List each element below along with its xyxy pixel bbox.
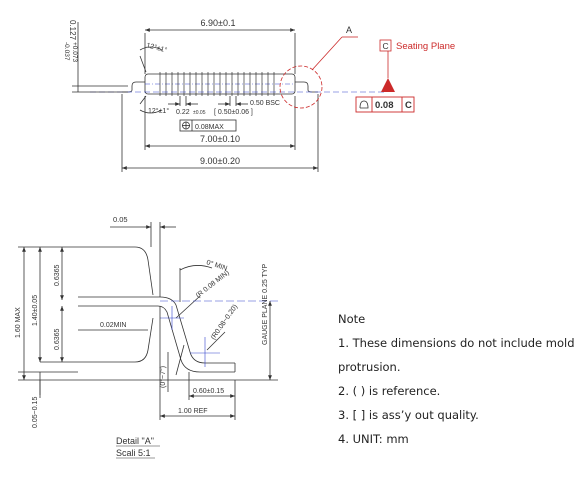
notes-heading: Note [338, 312, 366, 326]
label-coplanarity-datum: C [405, 100, 412, 111]
label-pitch-ref: [ 0.50±0.06 ] [214, 109, 253, 116]
label-pitch-bsc: 0.50 BSC [250, 100, 280, 107]
label-seating-letter: C [383, 41, 389, 51]
label-lead-width: 0.22 [176, 109, 190, 116]
label-clearance: 0.02MIN [100, 322, 126, 329]
top-view [72, 22, 385, 172]
label-body-length: 6.90±0.1 [201, 18, 236, 28]
note-1-cont: protrusion. [338, 360, 401, 374]
detail-a-callout [279, 36, 358, 109]
label-dim-top: 0.05 [113, 215, 128, 224]
label-angle-range: (0°~7°) [159, 366, 167, 388]
label-angle-top: 12°±1° [145, 41, 168, 54]
label-body-width: 7.00±0.10 [200, 134, 240, 144]
label-r-min: (R 0.08 MIN) [195, 269, 231, 299]
label-lead-width-tol: ±0.05 [193, 110, 206, 116]
label-seating-plane: Seating Plane [396, 41, 455, 52]
label-lead-ref: 1.00 REF [178, 408, 208, 415]
label-max-height: 1.60 MAX [15, 307, 22, 338]
label-r-range: (R0.08~0.20) [210, 303, 239, 341]
note-1: 1. These dimensions do not include mold [338, 336, 575, 350]
label-lower-half: 0.6365 [54, 328, 61, 350]
label-standoff: 0.05~0.15 [32, 397, 39, 428]
label-coplanarity: 0.08 [375, 100, 394, 111]
note-3: 3. [ ] is ass’y out quality. [338, 408, 479, 422]
label-body-height: 1.40±0.05 [32, 295, 39, 326]
note-2: 2. ( ) is reference. [338, 384, 441, 398]
label-upper-half: 0.6365 [54, 264, 61, 286]
label-thickness-minus: -0.037 [63, 42, 70, 61]
label-thickness: 0.127 [68, 20, 77, 41]
label-gauge: GAUGE PLANE 0.25 TYP [262, 263, 269, 345]
note-4: 4. UNIT: mm [338, 432, 409, 446]
label-angle-bottom: 12°±1° [148, 107, 169, 115]
label-detail-marker: A [346, 25, 352, 35]
label-overall: 9.00±0.20 [200, 156, 240, 166]
label-foot-length: 0.60±0.15 [193, 388, 224, 395]
detail-view [18, 222, 280, 420]
label-position-tol: 0.08MAX [195, 124, 224, 131]
detail-title: Detail "A" [116, 436, 154, 446]
detail-scale: Scali 5:1 [116, 448, 151, 458]
thickness-dim-group: 0.127 +0.073 -0.037 [63, 20, 78, 62]
seating-plane-marker [355, 39, 415, 113]
label-thickness-plus: +0.073 [71, 42, 78, 62]
